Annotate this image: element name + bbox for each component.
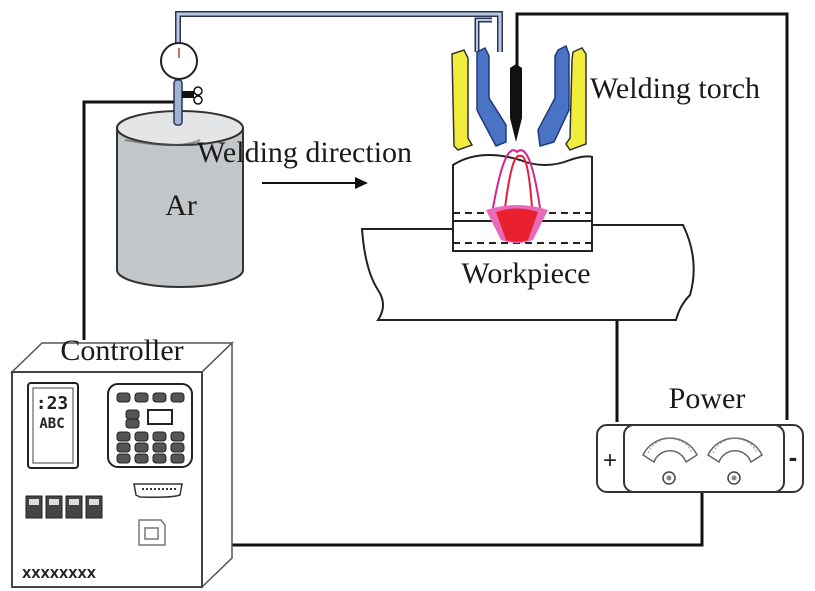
welding-direction-label: Welding direction	[197, 136, 412, 169]
keypad-key	[125, 409, 140, 420]
controller: :23 ABC XXXXXXXX	[10, 341, 234, 589]
tungsten-electrode	[510, 64, 522, 142]
ammeter-icon	[642, 437, 698, 485]
voltmeter-icon	[707, 437, 763, 485]
wires	[82, 12, 789, 547]
welding-torch-label: Welding torch	[590, 72, 760, 105]
power-plus-terminal: +	[603, 447, 617, 474]
keypad-key	[152, 392, 167, 403]
cylinder-valve-stem	[173, 79, 183, 126]
gas-label: Ar	[165, 189, 197, 222]
io-module-screen	[89, 499, 99, 505]
keypad-key	[134, 431, 149, 442]
workpiece-label: Workpiece	[461, 257, 590, 290]
argon-cylinder: Ar	[116, 110, 244, 288]
nozzle-left-outer	[451, 49, 474, 151]
io-module-screen	[49, 499, 59, 505]
usb-port-icon	[138, 519, 166, 546]
controller-label: Controller	[60, 334, 183, 367]
welding-arc	[492, 149, 541, 209]
keypad-key	[152, 442, 167, 453]
keypad-key	[170, 431, 185, 442]
keypad-key	[134, 392, 149, 403]
keypad-key	[170, 442, 185, 453]
keypad-key	[134, 442, 149, 453]
welding-torch	[451, 44, 587, 151]
valve-knob-icon	[182, 86, 203, 105]
io-module-screen	[29, 499, 39, 505]
io-modules	[25, 495, 103, 519]
nozzle-left-inner	[476, 46, 507, 147]
keypad-key	[152, 453, 167, 464]
io-module-screen	[69, 499, 79, 505]
workpiece: Workpiece	[360, 149, 695, 321]
display-line-1: :23	[36, 393, 69, 414]
welding-direction-arrow-icon	[262, 177, 368, 189]
nozzle-right-inner	[537, 44, 570, 147]
keypad-key	[116, 431, 131, 442]
keypad-key	[125, 418, 140, 429]
pressure-gauge-icon	[160, 42, 198, 80]
wire-controller-to-valve	[82, 100, 178, 340]
wire-power-to-controller	[222, 493, 704, 547]
keypad-key	[134, 453, 149, 464]
controller-serial: XXXXXXXX	[22, 567, 97, 581]
keypad-key	[116, 392, 131, 403]
keypad-key	[170, 392, 185, 403]
keypad-key	[116, 442, 131, 453]
keypad-keys	[116, 392, 185, 464]
power-minus-terminal: -	[789, 442, 798, 472]
display-line-2: ABC	[39, 416, 64, 432]
keypad-key	[152, 431, 167, 442]
serial-port-icon	[133, 483, 183, 498]
nozzle-right-outer	[565, 47, 587, 151]
power-supply: + -	[596, 424, 804, 493]
wire-electrode-to-power-minus	[515, 12, 789, 420]
keypad-key	[170, 453, 185, 464]
keypad-key	[116, 453, 131, 464]
power-label: Power	[669, 382, 746, 415]
